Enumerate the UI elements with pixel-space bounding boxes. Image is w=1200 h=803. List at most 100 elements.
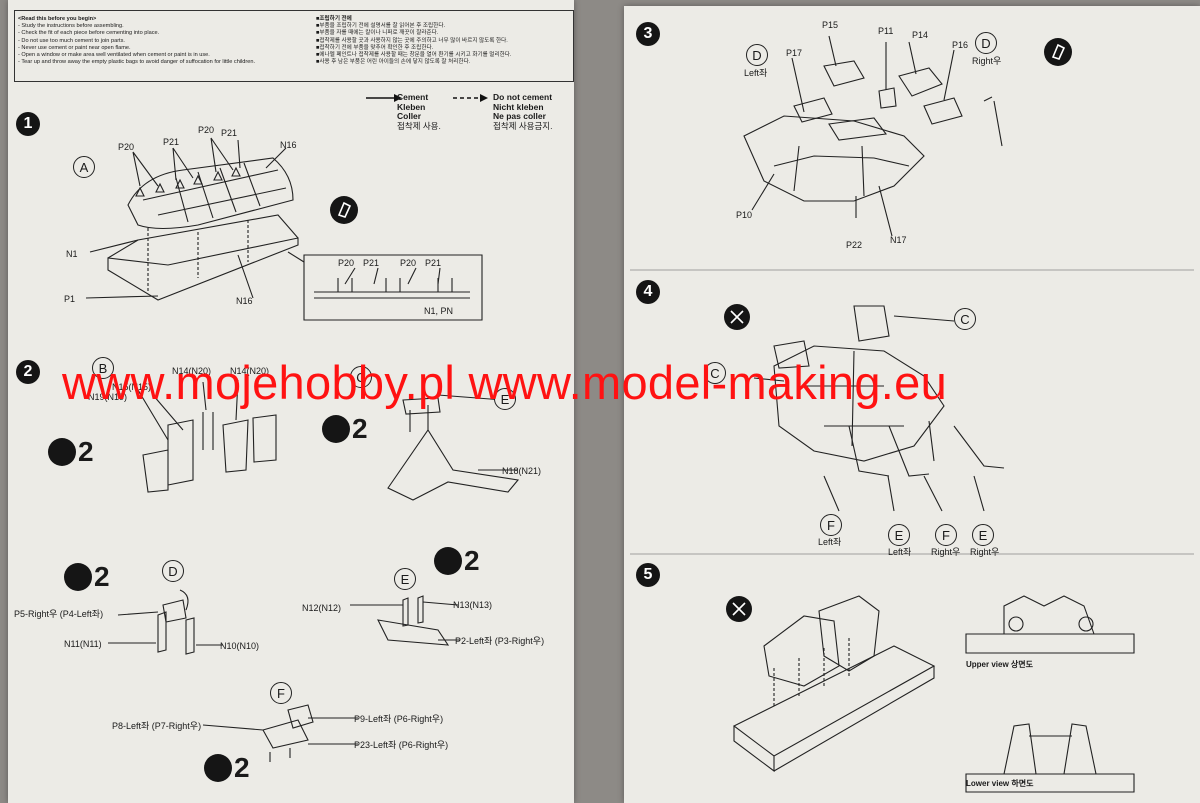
repeat-icon: [64, 563, 92, 591]
side-label: Right우: [931, 547, 961, 557]
part-label: P16: [952, 40, 969, 50]
sub-assembly-label-a: A: [73, 156, 95, 178]
sub-assembly-label-e: E: [972, 524, 994, 546]
repeat-twice-f: 2: [204, 752, 250, 784]
repeat-icon: [434, 547, 462, 575]
watermark: www.mojehobby.pl www.model-making.eu: [62, 356, 948, 409]
legend-arrows: [366, 94, 488, 102]
sub-assembly-label-b: B: [92, 357, 114, 379]
sub-assembly-label-c: C: [954, 308, 976, 330]
cutter-icon: [1044, 38, 1072, 66]
part-label: P20: [118, 142, 135, 152]
no-cement-icon: [726, 596, 752, 622]
no-cement-icon: [724, 304, 750, 330]
part-label: P15: [822, 20, 839, 30]
inset-label: P20: [400, 258, 417, 268]
note-line: - Study the instructions before assembli…: [18, 23, 124, 30]
part-label: P17: [786, 48, 803, 58]
side-label: Right우: [970, 547, 1000, 557]
part-label: P11: [878, 26, 894, 36]
sub-assembly-label-d-right: D: [975, 32, 997, 54]
legend-nocement-en: Do not cement: [493, 92, 553, 102]
part-label: P22: [846, 240, 863, 250]
part-label: N14(N20): [172, 366, 212, 376]
legend-cement-fr: Coller: [397, 111, 422, 121]
right-assembly-drawings: [630, 35, 1194, 793]
notes-korean: ■조립하기 전에 ■부품을 조립하기 전에 설명서를 잘 읽어본 후 조립한다.…: [316, 16, 571, 66]
step-number-1: 1: [16, 112, 40, 136]
notes-en-title: <Read this before you begin>: [18, 16, 97, 22]
sub-assembly-label-f: F: [935, 524, 957, 546]
left-assembly-drawings: [85, 137, 520, 762]
note-line: ■에나멜 페인트나 접착제를 사용할 때는 창문을 열어 환기를 시키고 화기를…: [316, 52, 512, 59]
part-label: N12(N12): [302, 603, 342, 613]
legend-cement-de: Kleben: [397, 101, 426, 112]
legend-cement-ko: 접착제 사용.: [397, 120, 441, 131]
part-label: P9-Left좌 (P6-Right우): [354, 714, 444, 724]
part-label: N15(N15): [112, 382, 152, 392]
note-line: - Never use cement or paint near open fl…: [18, 44, 131, 51]
repeat-icon: [48, 438, 76, 466]
part-label: P14: [912, 30, 929, 40]
step-number-3: 3: [636, 22, 660, 46]
part-label: N16: [280, 140, 297, 150]
repeat-icon: [322, 415, 350, 443]
part-label: N16: [236, 296, 253, 306]
no-cement-glyph: [730, 310, 744, 324]
step-number-4: 4: [636, 280, 660, 304]
part-label: P5-Right우 (P4-Left좌): [14, 609, 104, 619]
legend-nocement-de: Nicht kleben: [493, 101, 544, 112]
legend-nocement-fr: Ne pas coller: [493, 111, 546, 121]
cutter-icon: [330, 196, 358, 224]
repeat-count: 2: [352, 413, 368, 444]
part-label: N19(N19): [88, 392, 128, 402]
part-label: N11(N11): [64, 639, 102, 649]
repeat-twice-b: 2: [48, 436, 94, 468]
inset-label: P21: [425, 258, 442, 268]
legend-cement: Cement Kleben Coller 접착제 사용.: [397, 92, 441, 131]
part-label: N13(N13): [453, 600, 493, 610]
sub-assembly-label-c: C: [704, 362, 726, 384]
part-label: P2-Left좌 (P3-Right우): [455, 636, 545, 646]
side-label: Right우: [972, 56, 1002, 66]
part-label: P21: [163, 137, 180, 147]
repeat-icon: [204, 754, 232, 782]
repeat-count: 2: [464, 545, 480, 576]
notes-box: [14, 10, 574, 82]
no-cement-glyph: [732, 602, 746, 616]
inset-label: P20: [338, 258, 355, 268]
repeat-count: 2: [234, 752, 250, 783]
part-label: N18(N21): [502, 466, 542, 476]
note-line: - Check the fit of each piece before cem…: [18, 30, 160, 37]
repeat-twice-d: 2: [64, 561, 110, 593]
note-line: ■사용 후 남은 부품은 어린 아이들의 손에 닿지 않도록 잘 처리한다.: [316, 59, 471, 66]
part-label: P1: [64, 294, 76, 304]
part-label: N17: [890, 235, 907, 245]
cutter-glyph: [1051, 43, 1066, 60]
part-label: P20: [198, 125, 215, 135]
note-line: - Open a window or make area well ventil…: [18, 52, 210, 59]
notes-english: <Read this before you begin> - Study the…: [18, 16, 303, 66]
sub-assembly-label-d-left: D: [746, 44, 768, 66]
part-label: P10: [736, 210, 753, 220]
instruction-page-right: 3 4 5 D Left좌 D Right우 P15 P11 P14 P17 P…: [624, 6, 1200, 803]
cutter-glyph: [337, 201, 352, 218]
sub-assembly-label-e-lower: E: [394, 568, 416, 590]
legend-nocement-ko: 접착제 사용금지.: [493, 120, 553, 131]
lower-view-label: Lower view 하면도: [966, 779, 1034, 788]
inset-label: P21: [363, 258, 380, 268]
part-label: P23-Left좌 (P6-Right우): [354, 740, 449, 750]
legend-cement-en: Cement: [397, 92, 429, 102]
repeat-count: 2: [94, 561, 110, 592]
note-line: ■접착제를 사용할 곳과 사용하지 않는 곳에 주의하고 너무 많이 바르지 않…: [316, 37, 508, 44]
part-label: N10(N10): [220, 641, 260, 651]
legend-no-cement: Do not cement Nicht kleben Ne pas coller…: [493, 92, 553, 131]
sub-assembly-label-e: E: [888, 524, 910, 546]
note-line: ■접착하기 전에 부품을 맞추어 확인한 후 조립한다.: [316, 44, 434, 51]
repeat-twice-c: 2: [322, 413, 368, 445]
part-label: N1: [66, 249, 78, 259]
sub-assembly-label-f: F: [820, 514, 842, 536]
sub-assembly-label-e: E: [494, 388, 516, 410]
step-number-5: 5: [636, 563, 660, 587]
side-label: Left좌: [744, 68, 768, 78]
